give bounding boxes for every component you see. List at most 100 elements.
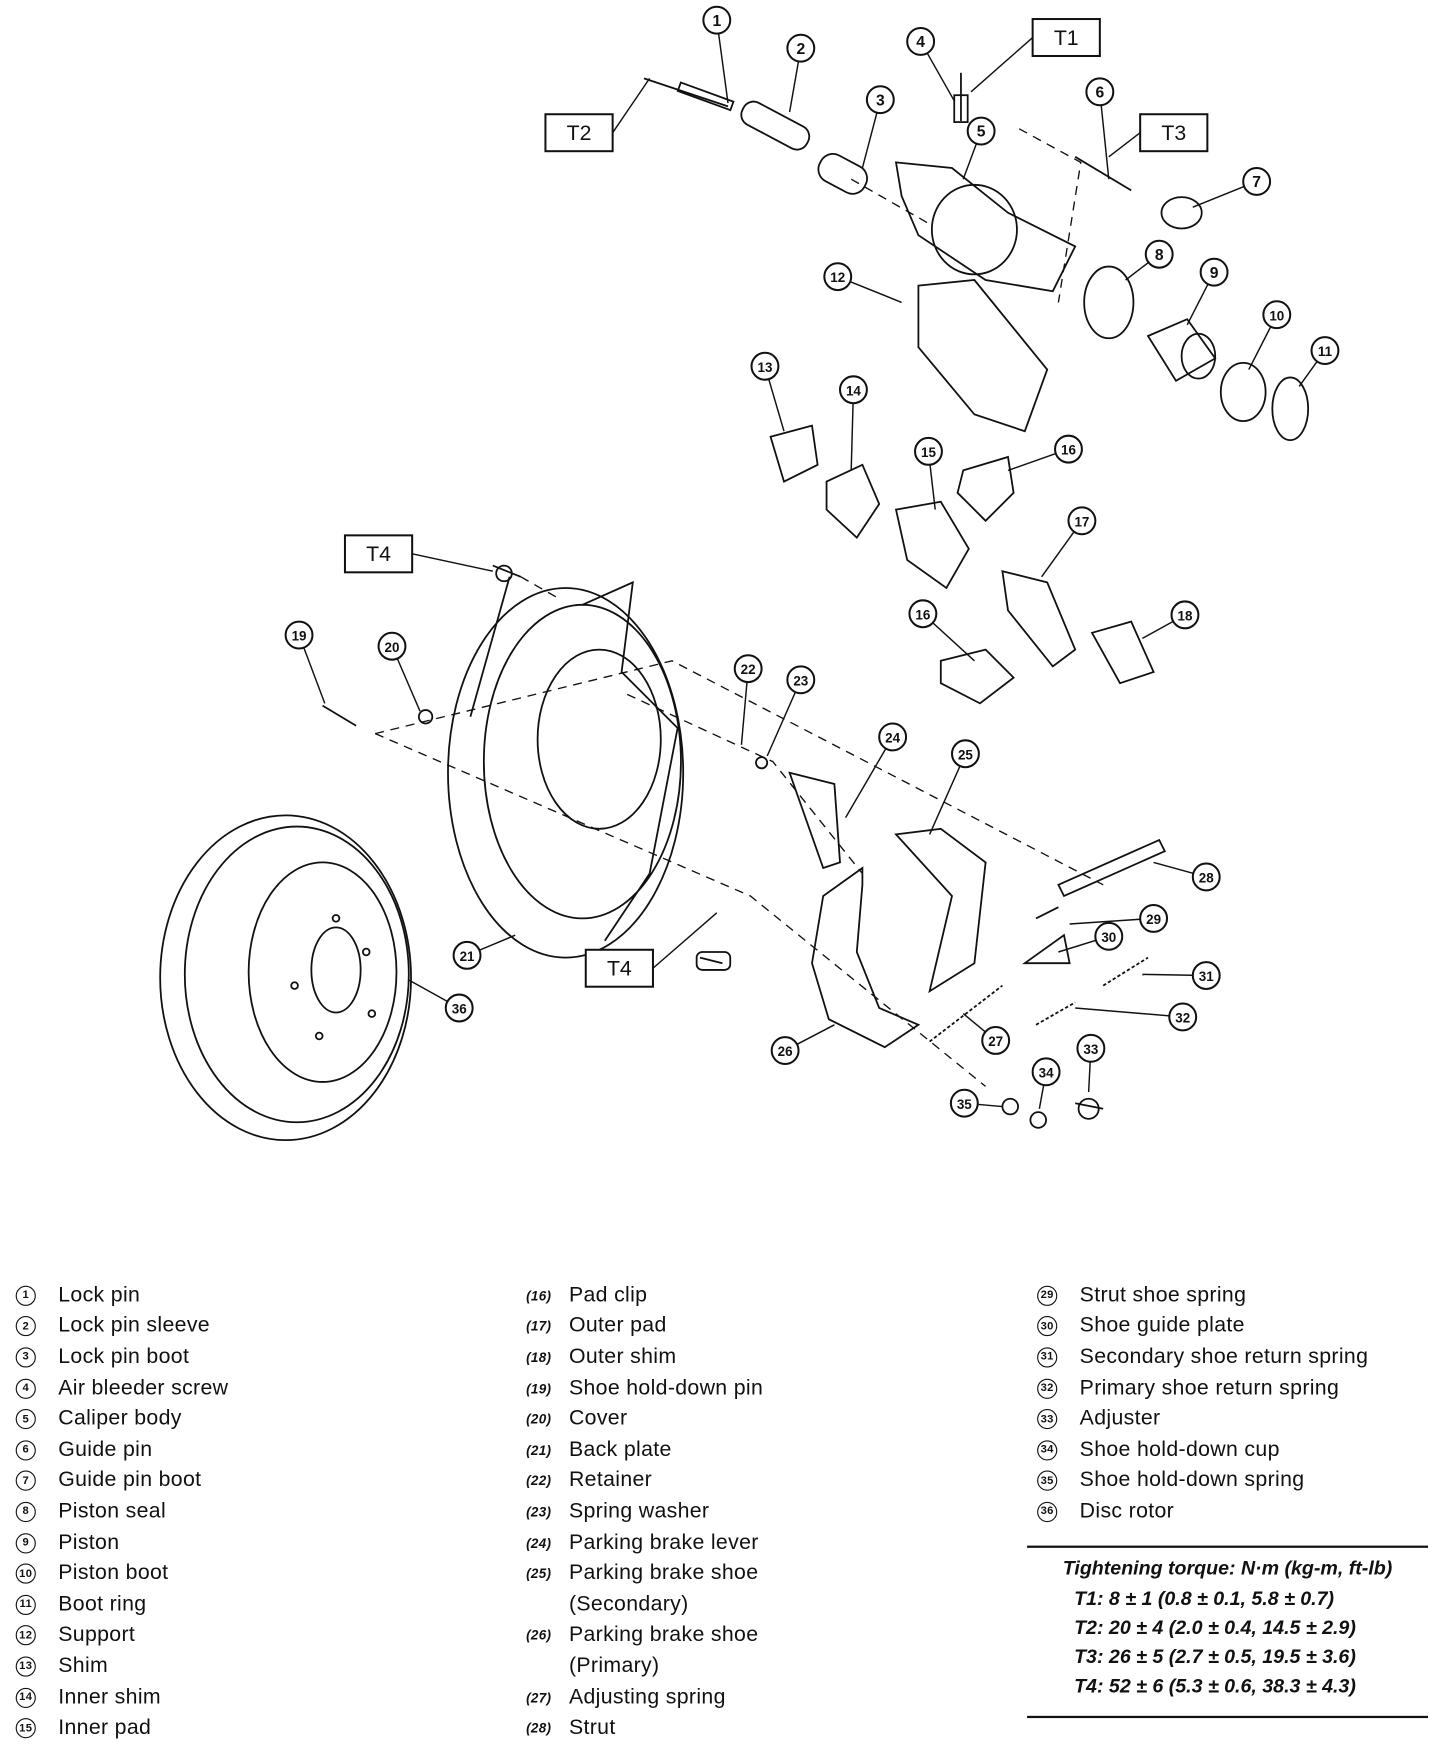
torque-tag-label: T3 — [1161, 121, 1186, 145]
pads-drawing — [769, 424, 1155, 705]
legend-label: Spring washer — [568, 1499, 710, 1524]
legend-number: 6 — [15, 1440, 36, 1461]
legend-number: (23) — [526, 1504, 552, 1520]
legend-number: (17) — [526, 1318, 552, 1335]
legend-number: (24) — [526, 1535, 552, 1551]
callout-number: 22 — [741, 662, 756, 677]
legend-label: Shoe guide plate — [1079, 1314, 1245, 1338]
callout-10: 10 — [1262, 300, 1292, 330]
callout-19: 19 — [284, 620, 314, 650]
torque-title: Tightening torque: N·m (kg-m, ft-lb) — [1062, 1556, 1393, 1580]
callout-14: 14 — [838, 375, 868, 405]
legend-number: 8 — [15, 1501, 36, 1523]
legend-label: Shim — [58, 1654, 109, 1678]
callout-number: 24 — [885, 731, 900, 746]
callout-35: 35 — [949, 1088, 979, 1118]
legend-label: Lock pin sleeve — [58, 1314, 210, 1338]
legend-item: (17)Outer pad — [526, 1311, 763, 1342]
legend-label: Pad clip — [568, 1283, 648, 1307]
callout-number: 33 — [1083, 1042, 1098, 1057]
callout-16: 16 — [1054, 434, 1083, 464]
leader-line — [844, 736, 894, 818]
back-plate-drawing — [447, 576, 685, 959]
leader-line — [1075, 1007, 1183, 1018]
callout-31: 31 — [1191, 961, 1221, 990]
callout-number: 15 — [921, 445, 936, 460]
torque-tag-t3: T3 — [1139, 113, 1209, 153]
legend-label: Shoe hold-down spring — [1079, 1468, 1305, 1493]
callout-number: 17 — [1074, 514, 1089, 529]
torque-tag-label: T2 — [567, 121, 592, 145]
legend-number: 2 — [15, 1316, 36, 1337]
legend-label: Shoe hold-down cup — [1079, 1437, 1280, 1462]
legend-label: Secondary shoe return spring — [1079, 1345, 1369, 1369]
legend-label: Piston boot — [58, 1561, 169, 1585]
legend-label: Parking brake shoe — [568, 1561, 759, 1585]
callout-29: 29 — [1139, 903, 1169, 933]
legend-number: 15 — [15, 1718, 36, 1739]
callout-number: 18 — [1177, 608, 1192, 623]
legend-item: 32 Primary shoe return spring — [1037, 1373, 1368, 1404]
legend-number: 14 — [15, 1687, 36, 1708]
legend-label: Strut shoe spring — [1079, 1283, 1247, 1307]
torque-tag-label: T1 — [1054, 26, 1079, 50]
legend-item: (16)Pad clip — [526, 1280, 763, 1311]
legend-label: Retainer — [568, 1468, 653, 1493]
legend-number: 13 — [15, 1656, 36, 1677]
legend-item: 6 Guide pin — [15, 1435, 229, 1466]
legend-label: Outer shim — [568, 1345, 677, 1369]
callout-1: 1 — [702, 5, 732, 35]
callout-23: 23 — [786, 665, 816, 695]
callout-17: 17 — [1067, 506, 1097, 536]
callout-20: 20 — [377, 631, 407, 661]
callout-number: 10 — [1269, 308, 1284, 323]
legend-label: Primary shoe return spring — [1079, 1376, 1340, 1400]
legend-number: 33 — [1037, 1409, 1058, 1430]
legend-label: Cover — [568, 1406, 628, 1431]
callout-number: 36 — [452, 1002, 467, 1017]
parts-drawing — [159, 72, 1310, 1142]
legend-number: (28) — [526, 1720, 552, 1737]
callout-number: 34 — [1039, 1065, 1054, 1080]
legend-label: Inner pad — [58, 1715, 152, 1740]
legend-number: 11 — [15, 1594, 36, 1615]
legend-number: 32 — [1037, 1378, 1058, 1399]
parking-brake-drawing — [322, 564, 1167, 1129]
leader-line — [1108, 132, 1141, 158]
leader-line — [412, 553, 493, 572]
legend-number: 1 — [15, 1285, 36, 1306]
legend-item: 10 Piston boot — [15, 1558, 229, 1589]
legend-label: Disc rotor — [1079, 1499, 1175, 1524]
callout-number: 31 — [1199, 969, 1214, 984]
legend-item: (21)Back plate — [526, 1435, 763, 1466]
legend-number: 10 — [15, 1563, 36, 1584]
legend-number: 31 — [1037, 1347, 1058, 1368]
callout-26: 26 — [770, 1036, 800, 1066]
legend-label: Strut — [568, 1715, 616, 1740]
callout-13: 13 — [750, 351, 780, 381]
callout-number: 32 — [1175, 1011, 1190, 1026]
legend-number: 7 — [15, 1470, 36, 1492]
callout-34: 34 — [1031, 1057, 1061, 1087]
torque-row-t4: T4: 52 ± 6 (5.3 ± 0.6, 38.3 ± 4.3) — [1074, 1674, 1356, 1697]
legend-label: Lock pin boot — [58, 1345, 190, 1369]
legend-number: 29 — [1037, 1285, 1058, 1306]
leader-line — [1099, 91, 1110, 180]
legend-number: 4 — [15, 1378, 36, 1399]
legend-item-continuation: (Primary) — [568, 1654, 660, 1678]
callout-number: 23 — [793, 673, 808, 688]
callout-number: 25 — [958, 747, 973, 762]
callout-number: 27 — [988, 1034, 1003, 1049]
legend-label: Guide pin — [58, 1437, 153, 1462]
